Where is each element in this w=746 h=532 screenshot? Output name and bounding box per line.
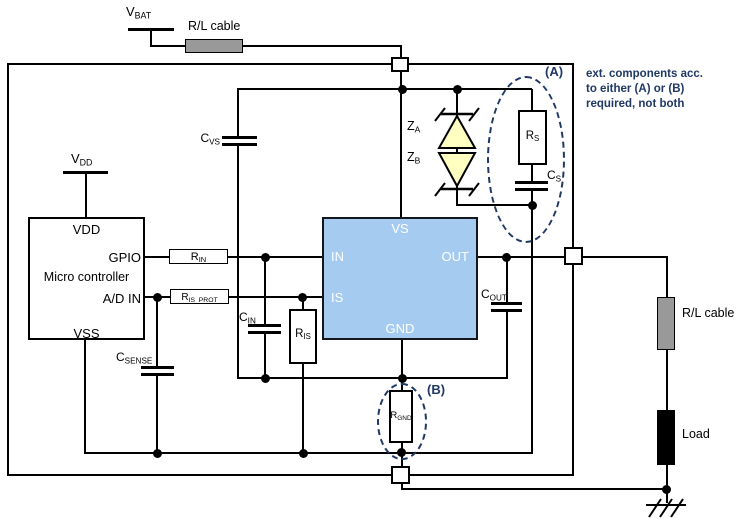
wire bbox=[264, 257, 266, 379]
rin-label: RIN bbox=[190, 251, 207, 265]
cout-capacitor-plate bbox=[491, 309, 522, 312]
right-cable-label: R/L cable bbox=[682, 306, 735, 320]
junction-dot bbox=[260, 373, 270, 383]
wire bbox=[401, 340, 403, 379]
ground-icon bbox=[646, 498, 686, 518]
vbat-label: VBAT bbox=[126, 4, 152, 21]
ic-box bbox=[322, 217, 478, 340]
external-components-note: ext. components acc. to either (A) or (B… bbox=[586, 68, 703, 110]
option-b-tag: (B) bbox=[427, 382, 446, 397]
wire bbox=[237, 88, 532, 90]
junction-dot bbox=[260, 252, 270, 262]
mc-pin-vdd: VDD bbox=[72, 222, 101, 237]
right-cable-body bbox=[657, 297, 675, 350]
wire bbox=[145, 296, 323, 298]
wire bbox=[478, 256, 564, 258]
cvs-capacitor bbox=[235, 138, 245, 144]
option-b-ellipse bbox=[377, 383, 427, 460]
wire bbox=[401, 484, 403, 490]
top-cable-body bbox=[185, 39, 243, 53]
ic-pin-out: OUT bbox=[441, 249, 469, 264]
cvs-capacitor-plate bbox=[222, 143, 257, 146]
wire bbox=[237, 377, 508, 379]
ic-pin-is: IS bbox=[331, 290, 344, 305]
wire bbox=[583, 256, 668, 258]
wire bbox=[128, 28, 174, 31]
rs-label: RS bbox=[525, 130, 540, 144]
junction-dot bbox=[397, 84, 407, 94]
wire bbox=[302, 297, 304, 454]
ris-label: RIS bbox=[295, 328, 311, 342]
wire bbox=[63, 171, 108, 174]
connector-square-out bbox=[564, 247, 583, 265]
wire bbox=[237, 89, 239, 378]
za-label: ZA bbox=[407, 119, 421, 135]
option-a-tag: (A) bbox=[545, 64, 564, 79]
mc-pin-ad-in: A/D IN bbox=[102, 291, 141, 306]
ic-pin-gnd: GND bbox=[385, 321, 415, 336]
cvs-label: CVS bbox=[200, 131, 220, 147]
csense-capacitor-plate bbox=[141, 366, 174, 369]
wire bbox=[400, 72, 402, 218]
junction-dot bbox=[661, 484, 671, 494]
ris-prot-resistor-body bbox=[170, 289, 229, 304]
ic-pin-in: IN bbox=[331, 249, 344, 264]
rgnd-label: RGND bbox=[390, 410, 412, 422]
cin-capacitor-plate bbox=[248, 324, 281, 327]
junction-dot bbox=[298, 448, 308, 458]
wire bbox=[84, 452, 533, 454]
wire bbox=[145, 256, 323, 258]
vdd-label: VDD bbox=[71, 151, 93, 168]
microcontroller-box bbox=[28, 217, 145, 340]
junction-dot bbox=[152, 292, 162, 302]
cout-capacitor-plate bbox=[491, 302, 522, 305]
cin-capacitor bbox=[260, 326, 270, 332]
cout-capacitor bbox=[502, 304, 512, 310]
cin-capacitor-plate bbox=[248, 331, 281, 334]
junction-dot bbox=[397, 373, 407, 383]
cin-label: CIN bbox=[239, 310, 256, 326]
wire bbox=[84, 340, 86, 454]
load-body bbox=[657, 410, 675, 465]
junction-dot bbox=[152, 448, 162, 458]
wire bbox=[150, 30, 152, 47]
wire bbox=[506, 257, 508, 379]
wire bbox=[400, 47, 402, 58]
connector-square-top bbox=[391, 57, 409, 72]
csense-capacitor-plate bbox=[141, 373, 174, 376]
csense-capacitor bbox=[153, 368, 163, 374]
ic-pin-vs: VS bbox=[391, 221, 409, 236]
load-label: Load bbox=[682, 427, 710, 441]
junction-dot bbox=[452, 84, 462, 94]
junction-dot bbox=[297, 292, 307, 302]
wire bbox=[531, 89, 533, 453]
zener-b-triangle bbox=[437, 152, 477, 189]
mc-name: Micro controller bbox=[43, 270, 130, 284]
ris-prot-label: RIS_PROT bbox=[181, 291, 218, 304]
cs-label: CS bbox=[547, 168, 562, 184]
connector-square-gnd bbox=[391, 466, 410, 484]
wire bbox=[401, 488, 667, 490]
module-boundary-box bbox=[7, 63, 574, 476]
rin-resistor-body bbox=[169, 249, 228, 264]
cvs-capacitor-plate bbox=[222, 136, 257, 139]
zener-a-triangle bbox=[437, 113, 477, 149]
zener-diodes-icon bbox=[434, 107, 480, 197]
mc-pin-gpio: GPIO bbox=[108, 250, 141, 265]
wire bbox=[151, 45, 402, 47]
mc-pin-vss: VSS bbox=[73, 326, 100, 341]
zb-label: ZB bbox=[407, 150, 421, 166]
top-cable-label: R/L cable bbox=[188, 19, 241, 33]
cout-label: COUT bbox=[481, 287, 507, 303]
junction-dot bbox=[501, 252, 511, 262]
wire bbox=[666, 489, 668, 503]
csense-label: CSENSE bbox=[116, 350, 153, 366]
wire bbox=[85, 174, 87, 218]
ris-resistor-body bbox=[289, 309, 317, 364]
wire bbox=[666, 256, 668, 490]
option-a-ellipse bbox=[487, 76, 565, 243]
